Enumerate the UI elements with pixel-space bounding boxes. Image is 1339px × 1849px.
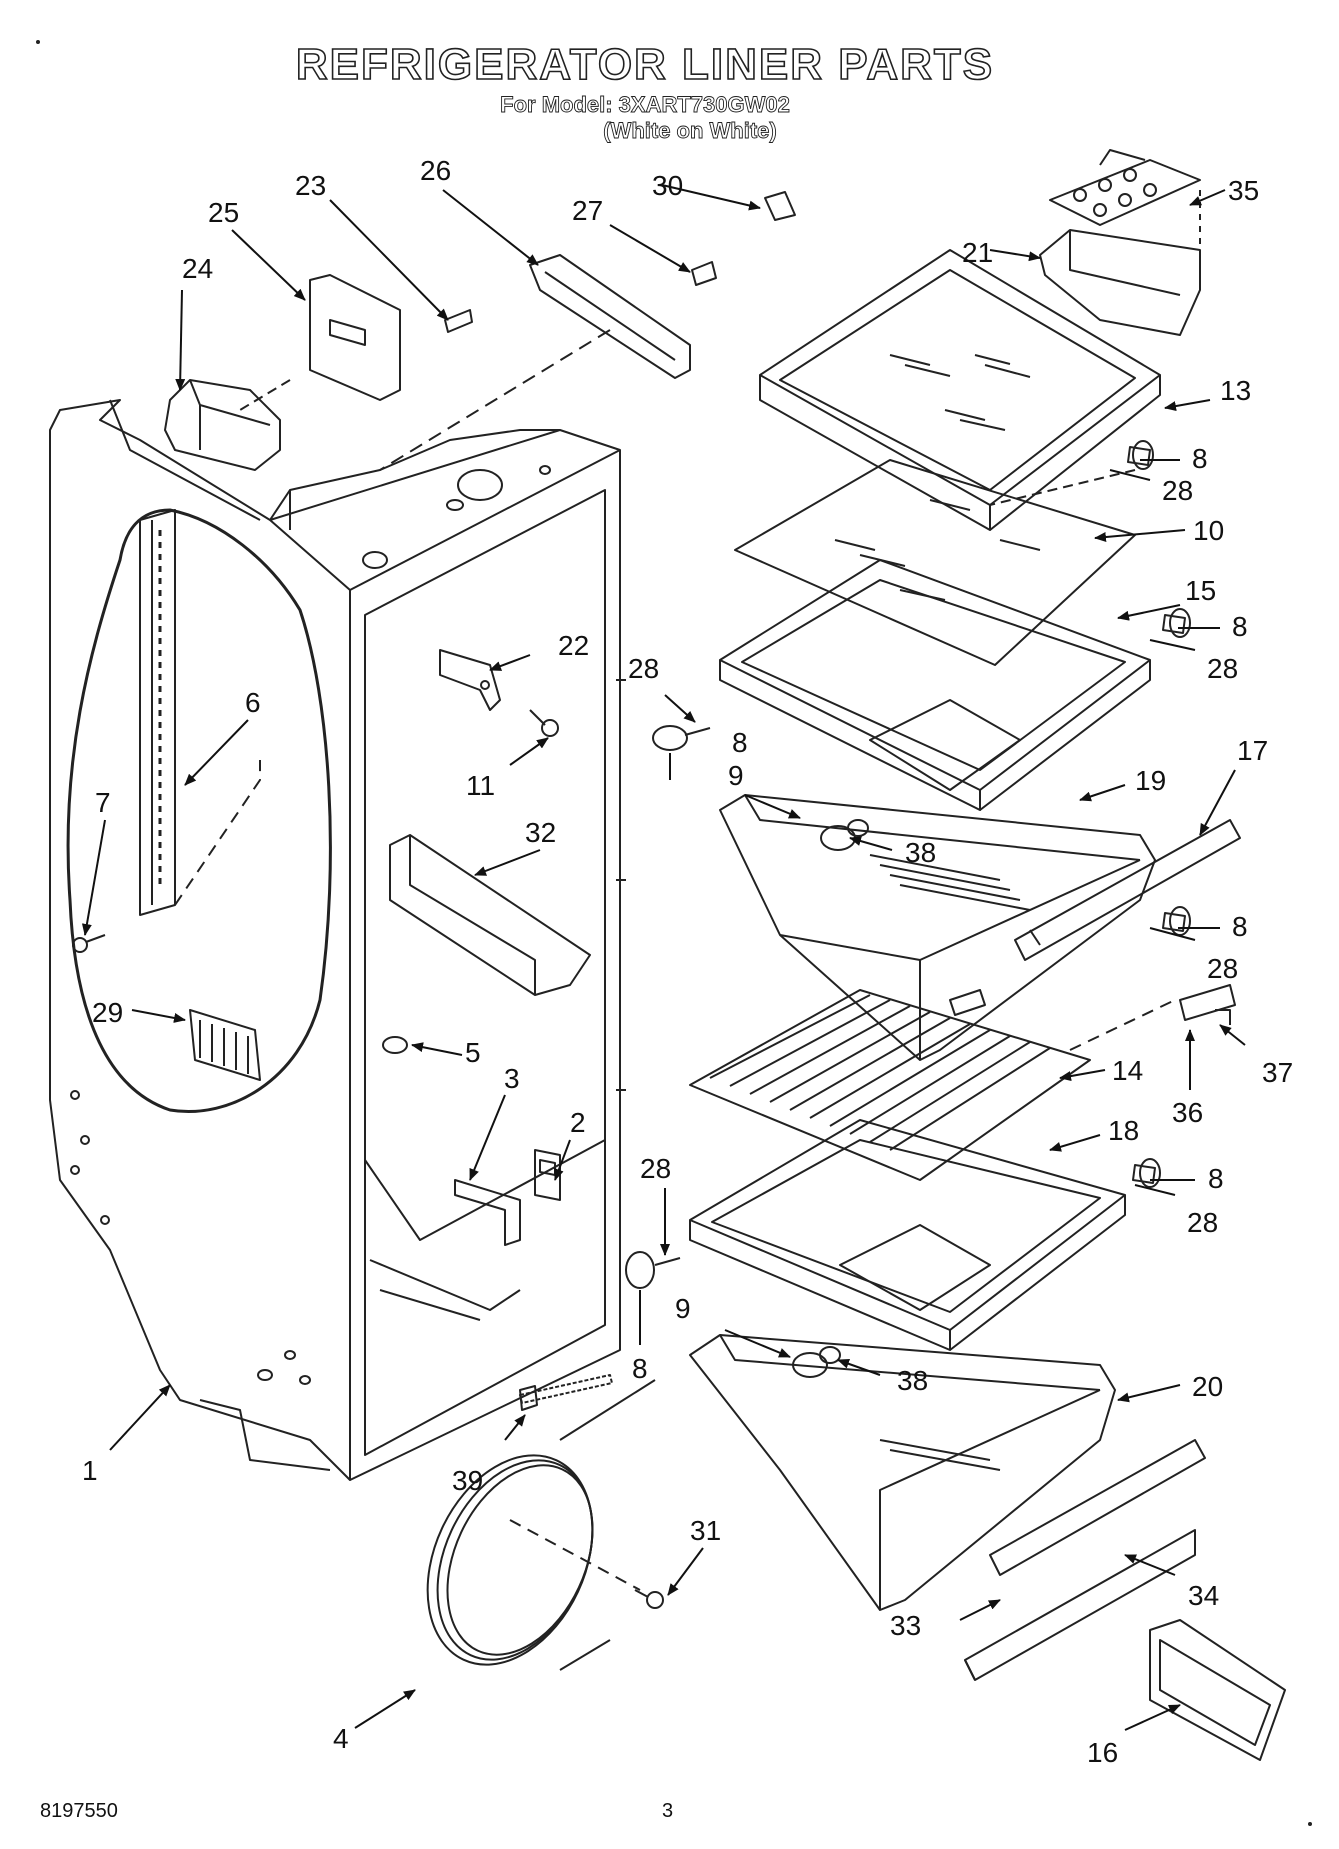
- callout-26: 26: [420, 155, 451, 186]
- callout-28-e: 28: [1187, 1207, 1218, 1238]
- callout-29: 29: [92, 997, 123, 1028]
- callout-34: 34: [1188, 1580, 1219, 1611]
- control-housing: [164, 379, 281, 471]
- cover-strip: [379, 254, 691, 471]
- callout-27: 27: [572, 195, 603, 226]
- callout-8-a: 8: [1192, 443, 1208, 474]
- control-bracket: [239, 274, 401, 411]
- callout-17: 17: [1237, 735, 1268, 766]
- callout-9-a: 9: [728, 760, 744, 791]
- callout-7: 7: [95, 787, 111, 818]
- callout-8-e: 8: [1208, 1163, 1224, 1194]
- screw-27: [691, 261, 717, 286]
- rail-clip: [1069, 984, 1236, 1051]
- plug-5: [382, 1036, 408, 1054]
- callout-31: 31: [690, 1515, 721, 1546]
- callout-33: 33: [890, 1610, 921, 1641]
- callout-30: 30: [652, 170, 683, 201]
- callout-37: 37: [1262, 1057, 1293, 1088]
- ice-bin: [1039, 149, 1201, 336]
- document-number: 8197550: [40, 1800, 118, 1822]
- air-vent: [189, 1009, 261, 1081]
- callout-8-c: 8: [732, 727, 748, 758]
- crisper-drawer-upper: [719, 794, 1156, 1061]
- callout-5: 5: [465, 1037, 481, 1068]
- drawer-rail-upper: [1014, 819, 1241, 961]
- screw-23: [444, 309, 473, 333]
- cabinet-liner: [49, 399, 626, 1481]
- screw-31: [634, 1589, 664, 1609]
- corner-mark-top: [36, 40, 40, 44]
- bracket-3: [454, 1179, 521, 1246]
- callout-11: 11: [466, 770, 495, 801]
- callout-23: 23: [295, 170, 326, 201]
- trim-cover: [1149, 1619, 1286, 1761]
- bracket-22: [439, 649, 546, 726]
- page-number: 3: [662, 1800, 674, 1822]
- callout-1: 1: [82, 1455, 98, 1486]
- callout-28-b: 28: [1207, 653, 1238, 684]
- callout-6: 6: [245, 687, 261, 718]
- callout-8-d: 8: [1232, 911, 1248, 942]
- crisper-drawer-lower: [689, 1334, 1116, 1611]
- screw-7: [72, 934, 106, 953]
- wire-shelf: [689, 989, 1091, 1181]
- callout-14: 14: [1112, 1055, 1143, 1086]
- screw-11: [541, 719, 559, 737]
- callout-36: 36: [1172, 1097, 1203, 1128]
- cable-tie: [519, 1374, 613, 1411]
- color-variant: (White on White): [603, 118, 777, 144]
- crisper-frame-upper: [719, 559, 1151, 811]
- crisper-frame-lower: [689, 1119, 1126, 1351]
- callout-4: 4: [333, 1723, 349, 1754]
- callout-20: 20: [1192, 1371, 1223, 1402]
- shelf-track: [139, 509, 261, 916]
- drawer-cover: [389, 834, 591, 996]
- callout-18: 18: [1108, 1115, 1139, 1146]
- callout-28-f: 28: [640, 1153, 671, 1184]
- callout-8-b: 8: [1232, 611, 1248, 642]
- callout-28-c: 28: [628, 653, 659, 684]
- callout-35: 35: [1228, 175, 1259, 206]
- glass-panel: [734, 459, 1136, 666]
- callout-22: 22: [558, 630, 589, 661]
- model-number: For Model: 3XART730GW02: [500, 92, 791, 118]
- clip-30: [764, 191, 796, 221]
- callout-38-a: 38: [905, 837, 936, 868]
- callout-labels: 1 2 3 4 5 6 7 8 8 8 8 8 8 9 9 10 11 13 1…: [82, 155, 1293, 1768]
- page-title: REFRIGERATOR LINER PARTS: [295, 39, 995, 90]
- callout-39: 39: [452, 1465, 483, 1496]
- glass-shelf-frame-upper: [759, 249, 1161, 531]
- callout-28-d: 28: [1207, 953, 1238, 984]
- callout-19: 19: [1135, 765, 1166, 796]
- callout-28-a: 28: [1162, 475, 1193, 506]
- roller-set: [625, 440, 1191, 1378]
- water-tubing: [426, 1379, 656, 1671]
- drawer-rail-lower: [964, 1439, 1206, 1681]
- callout-21: 21: [962, 237, 993, 268]
- callout-25: 25: [208, 197, 239, 228]
- callout-24: 24: [182, 253, 213, 284]
- callout-38-b: 38: [897, 1365, 928, 1396]
- corner-mark-bottom: [1308, 1822, 1312, 1826]
- callout-10: 10: [1193, 515, 1224, 546]
- callout-16: 16: [1087, 1737, 1118, 1768]
- callout-leaders: [81, 184, 1246, 1731]
- callout-9-b: 9: [675, 1293, 691, 1324]
- callout-2: 2: [570, 1107, 586, 1138]
- callout-32: 32: [525, 817, 556, 848]
- callout-8-f: 8: [632, 1353, 648, 1384]
- callout-13: 13: [1220, 375, 1251, 406]
- callout-3: 3: [504, 1063, 520, 1094]
- callout-15: 15: [1185, 575, 1216, 606]
